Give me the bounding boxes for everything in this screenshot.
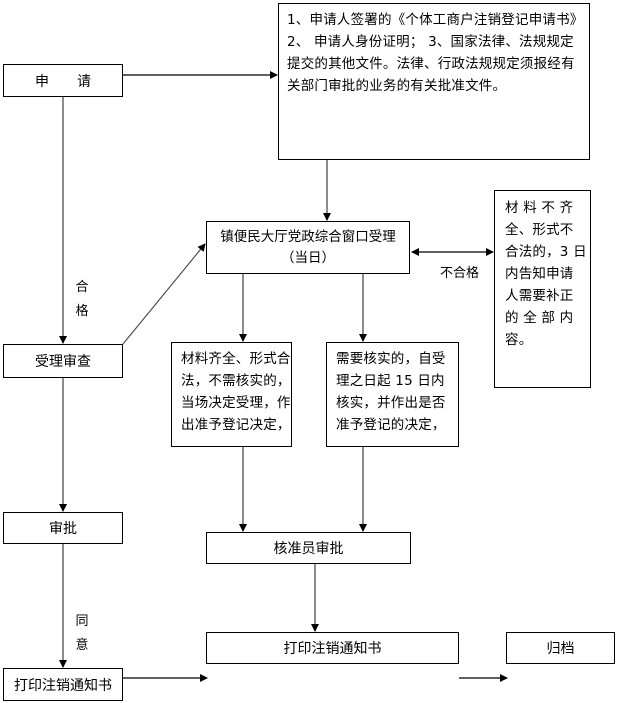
verify-line: 需要核实的，自受	[336, 351, 446, 367]
materials-line: 提交的其他文件。法律、行政法规规定须报经有	[287, 56, 575, 72]
incomplete-line: 容。	[505, 332, 533, 348]
incomplete-line: 合法的，3 日	[505, 244, 587, 260]
node-print-center-label: 打印注销通知书	[283, 641, 382, 657]
node-verify: 需要核实的，自受 理之日起 15 日内 核实，并作出是否 准予登记的决定，	[326, 342, 459, 447]
node-print-left: 打印注销通知书	[3, 668, 123, 701]
edge-label-agree-char: 同	[75, 614, 89, 629]
arrow-review-to-window	[122, 243, 206, 345]
edge-label-qualified: 合 格	[74, 276, 90, 324]
node-archive: 归档	[506, 632, 615, 664]
node-apply-label: 申 请	[35, 73, 91, 90]
direct-line: 材料齐全、形式合	[181, 351, 291, 367]
verify-line: 准予登记的决定，	[336, 417, 446, 433]
node-approval: 审批	[3, 512, 123, 544]
node-archive-label: 归档	[546, 641, 575, 657]
node-window-label: 镇便民大厅党政综合窗口受理	[220, 229, 396, 245]
verify-line: 理之日起 15 日内	[336, 373, 445, 389]
direct-line: 当场决定受理，作	[181, 395, 291, 411]
node-materials: 1、申请人签署的《个体工商户注销登记申请书》 2、 申请人身份证明； 3、国家法…	[278, 3, 590, 160]
incomplete-line: 全、形式不	[505, 222, 574, 238]
edge-label-unqualified: 不合格	[440, 266, 480, 281]
node-officer: 核准员审批	[206, 532, 411, 564]
materials-line: 关部门审批的业务的有关批准文件。	[287, 78, 507, 94]
node-window-sublabel: （当日）	[281, 250, 335, 266]
edge-label-qualified-char: 合	[75, 280, 89, 295]
node-officer-label: 核准员审批	[273, 541, 344, 557]
node-review-label: 受理审查	[35, 354, 91, 370]
node-print-center: 打印注销通知书	[206, 632, 459, 664]
node-print-left-label: 打印注销通知书	[14, 677, 112, 694]
materials-line: 1、申请人签署的《个体工商户注销登记申请书》	[287, 12, 584, 28]
node-approval-label: 审批	[49, 521, 77, 537]
node-apply: 申 请	[3, 64, 123, 97]
edge-label-qualified-char: 格	[75, 304, 89, 319]
edge-label-agree-char: 意	[75, 638, 89, 653]
verify-line: 核实，并作出是否	[336, 395, 446, 411]
node-incomplete: 材 料 不 齐 全、形式不 合法的，3 日 内告知申请 人需要补正 的 全 部 …	[494, 190, 591, 388]
materials-line: 2、 申请人身份证明； 3、国家法律、法规规定	[287, 34, 574, 50]
node-review: 受理审查	[3, 344, 123, 378]
direct-line: 出准予登记决定，	[181, 417, 291, 433]
incomplete-line: 内告知申请	[505, 266, 574, 282]
node-direct: 材料齐全、形式合 法，不需核实的， 当场决定受理，作 出准予登记决定，	[171, 342, 292, 447]
incomplete-line: 材 料 不 齐	[505, 200, 574, 216]
node-window: 镇便民大厅党政综合窗口受理 （当日）	[206, 221, 410, 274]
incomplete-line: 人需要补正	[505, 288, 574, 304]
edge-label-agree: 同 意	[74, 610, 90, 658]
direct-line: 法，不需核实的，	[181, 373, 291, 389]
incomplete-line: 的 全 部 内	[505, 310, 574, 326]
